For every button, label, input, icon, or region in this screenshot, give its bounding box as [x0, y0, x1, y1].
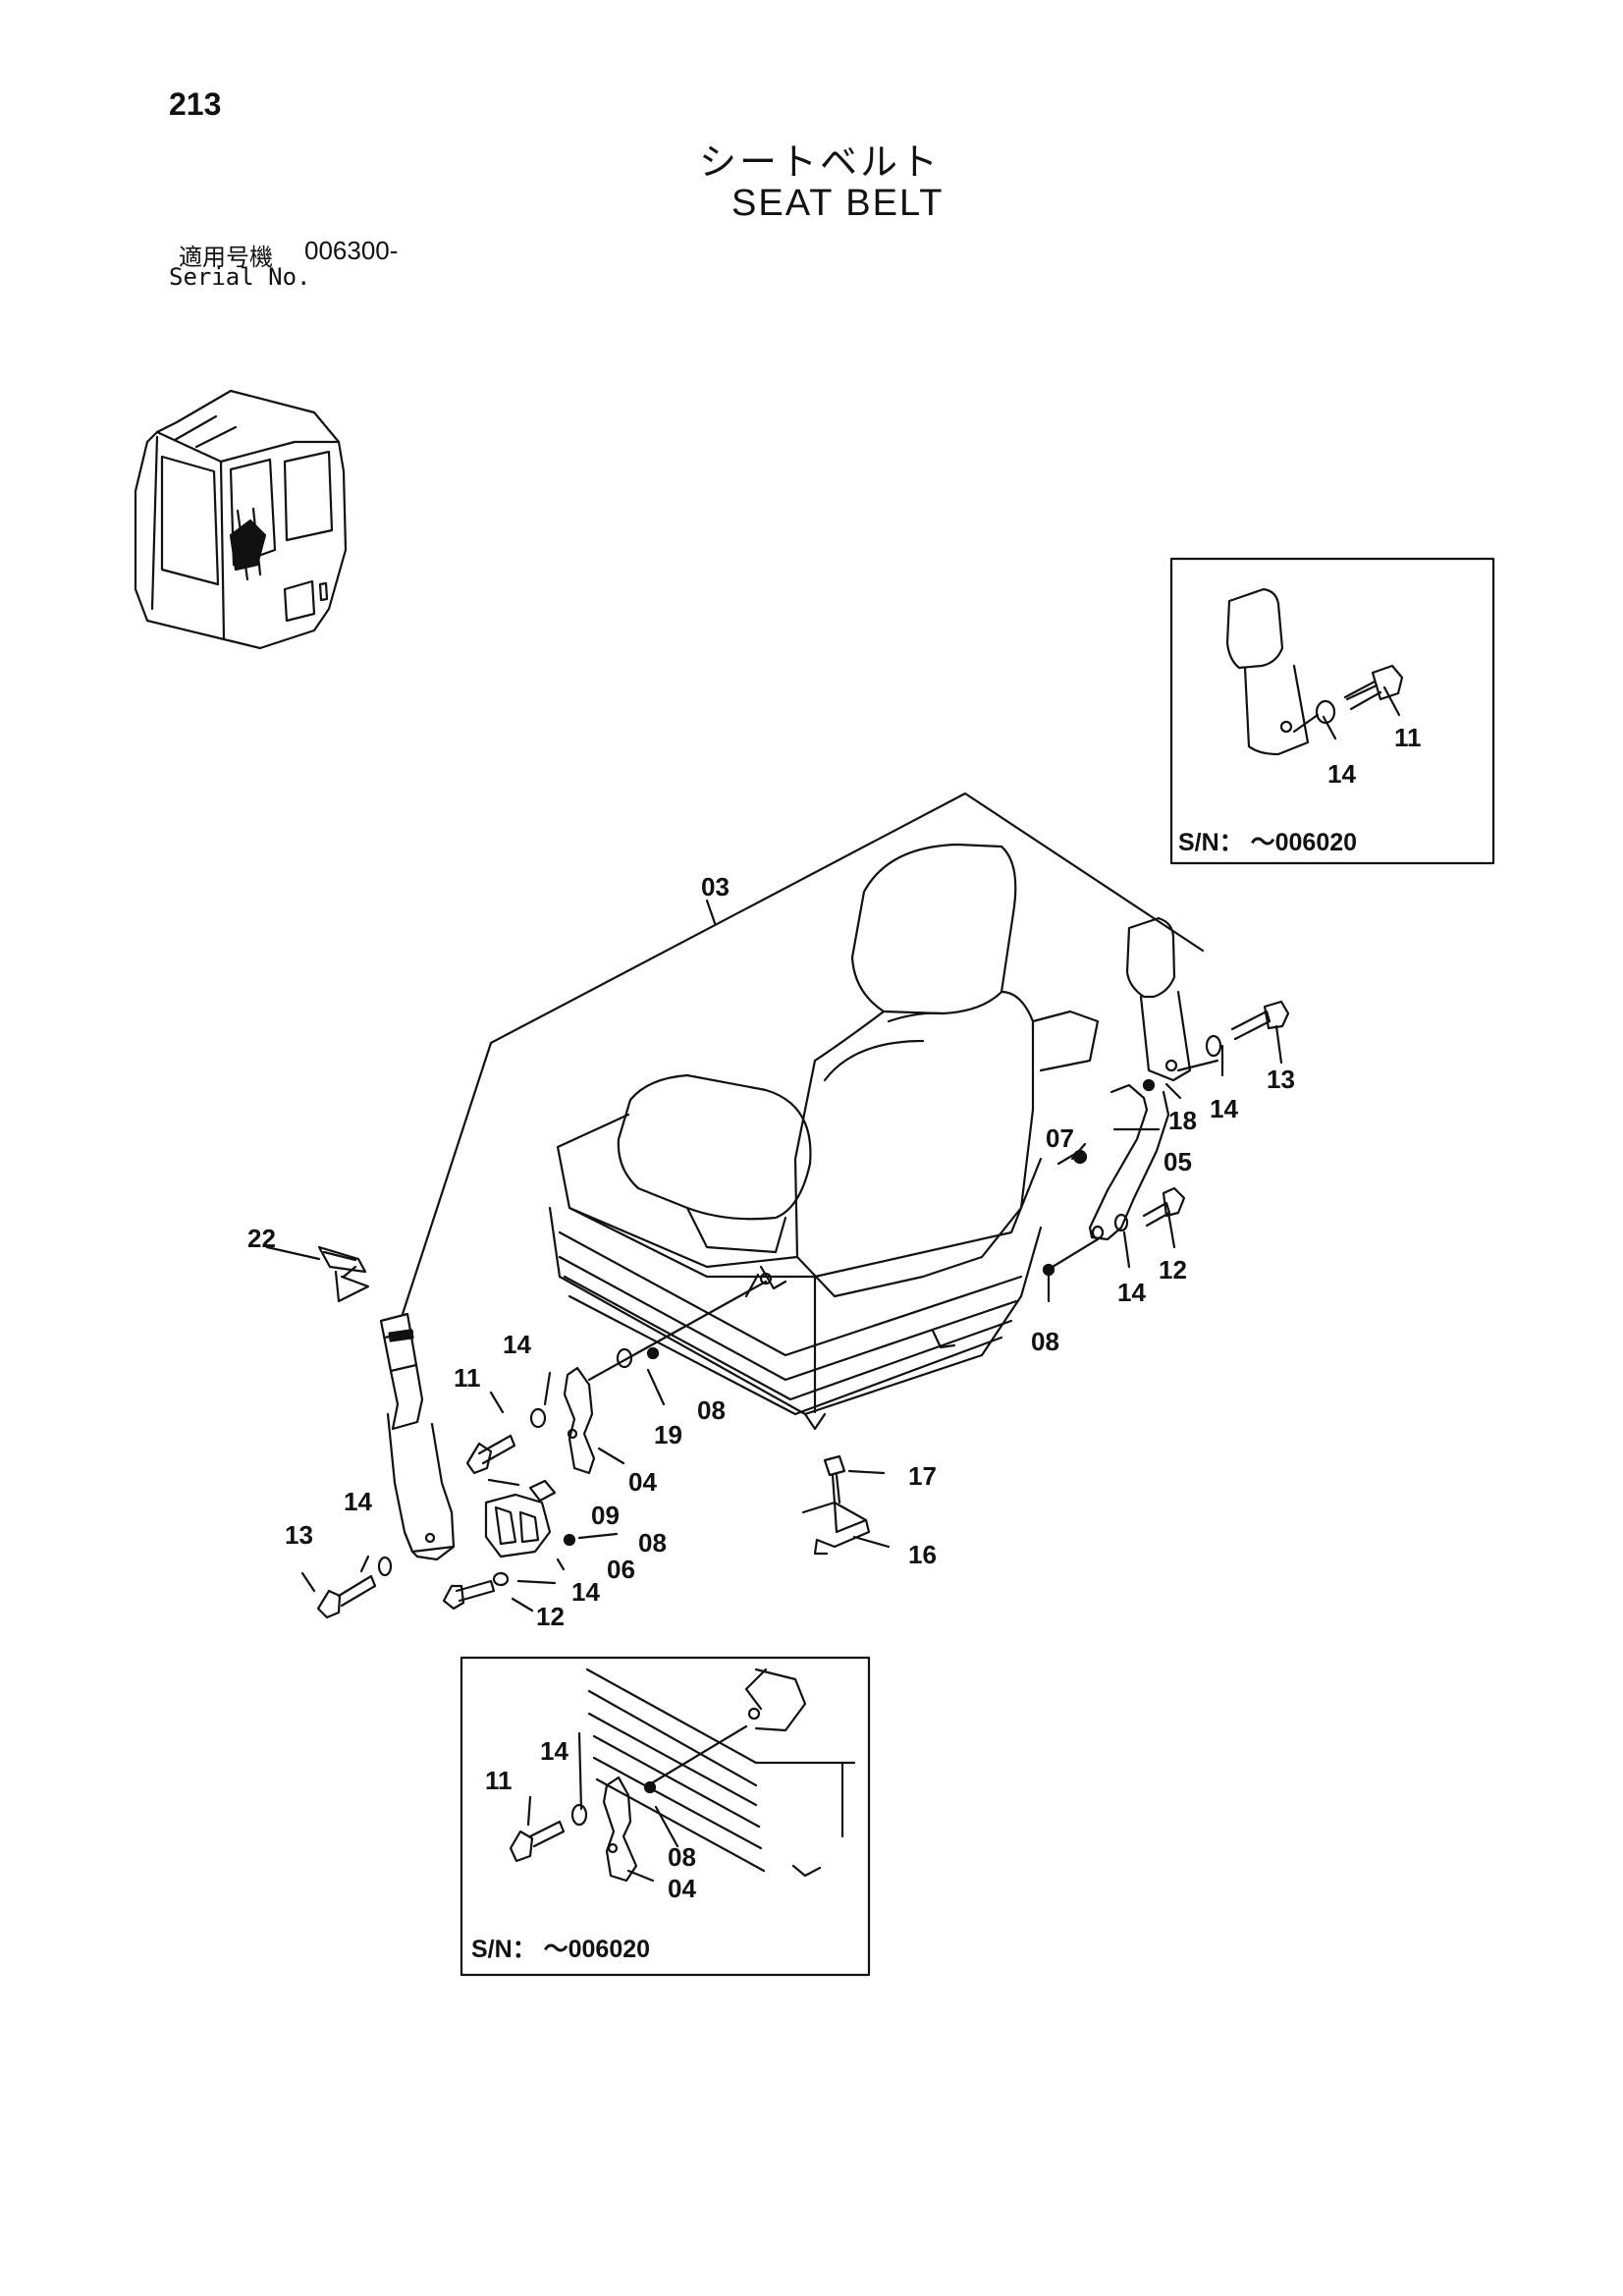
inset-top-callout-11: 11	[1394, 723, 1422, 752]
callout-12: 12	[536, 1602, 565, 1631]
part-16-clip	[801, 1501, 871, 1556]
callout-22: 22	[247, 1224, 276, 1253]
page-title-japanese: シートベルト	[699, 140, 942, 184]
callout-16: 16	[908, 1540, 937, 1569]
inset-bottom-callout-14: 14	[540, 1736, 568, 1766]
part-22-cover	[265, 1245, 370, 1303]
part-08-nut-a	[646, 1346, 660, 1360]
page-title-english: SEAT BELT	[731, 183, 945, 224]
callout-09: 09	[591, 1501, 620, 1530]
inset-top-serial-note: S/N： ～006020	[1178, 829, 1357, 856]
callout-labels: 03 22 11 14 19 08 04 09 08 06 14 12 14 1…	[247, 723, 1422, 1963]
callout-06: 06	[607, 1555, 635, 1584]
inset-bottom-callout-08: 08	[668, 1842, 696, 1872]
callout-14: 14	[1117, 1278, 1146, 1307]
callout-11: 11	[454, 1363, 481, 1393]
part-09-spacer	[528, 1479, 557, 1503]
serial-label-japanese: 適用号機	[179, 244, 273, 271]
callout-12: 12	[1159, 1255, 1187, 1285]
inset-top-callout-14: 14	[1327, 759, 1356, 789]
callout-18: 18	[1168, 1106, 1197, 1135]
part-14-washer-a	[529, 1407, 547, 1429]
callout-14: 14	[571, 1577, 600, 1607]
seat-assembly-outline-leader	[401, 792, 1205, 1316]
part-04-bracket	[563, 1366, 596, 1475]
part-08-nut-b	[563, 1533, 576, 1547]
callout-08: 08	[697, 1395, 726, 1425]
part-14-washer-b	[492, 1571, 510, 1587]
serial-label-english: Serial No.	[169, 263, 311, 291]
part-18-nut	[1142, 1078, 1156, 1092]
callout-14: 14	[344, 1487, 372, 1516]
callout-05: 05	[1163, 1147, 1192, 1176]
part-06-plate	[484, 1493, 552, 1558]
inset-bottom-callout-04: 04	[668, 1874, 696, 1903]
inset-bottom-serial-note: S/N： ～006020	[471, 1936, 650, 1963]
part-17-bolt	[823, 1454, 846, 1504]
callout-03: 03	[701, 872, 730, 902]
callout-13: 13	[285, 1520, 313, 1550]
inset-box-early-serial-top	[1169, 557, 1495, 865]
callout-14: 14	[1210, 1094, 1238, 1123]
part-12-bolt-left	[442, 1579, 496, 1611]
callout-08: 08	[638, 1528, 667, 1558]
part-19-washer	[616, 1347, 633, 1369]
anchor-assembly-right	[1042, 916, 1290, 1277]
part-11-bolt-left	[465, 1434, 516, 1475]
part-13-bolt-left	[316, 1574, 377, 1619]
inset-bottom-callout-11: 11	[485, 1766, 513, 1795]
callout-13: 13	[1267, 1065, 1295, 1094]
callout-07: 07	[1046, 1123, 1074, 1153]
callout-04: 04	[628, 1467, 657, 1497]
part-14-washer-c	[377, 1556, 393, 1577]
callout-19: 19	[654, 1420, 682, 1449]
seat-assembly-illustration	[548, 843, 1100, 1431]
buckle-assembly-left	[379, 1312, 456, 1561]
inset-box-early-serial-bottom	[460, 1656, 871, 1977]
callout-17: 17	[908, 1461, 937, 1491]
callout-08: 08	[1031, 1327, 1059, 1356]
cab-locator-illustration	[134, 389, 348, 650]
callout-14: 14	[503, 1330, 531, 1359]
serial-number-value: 006300-	[304, 236, 399, 265]
page-number: 213	[169, 86, 222, 122]
